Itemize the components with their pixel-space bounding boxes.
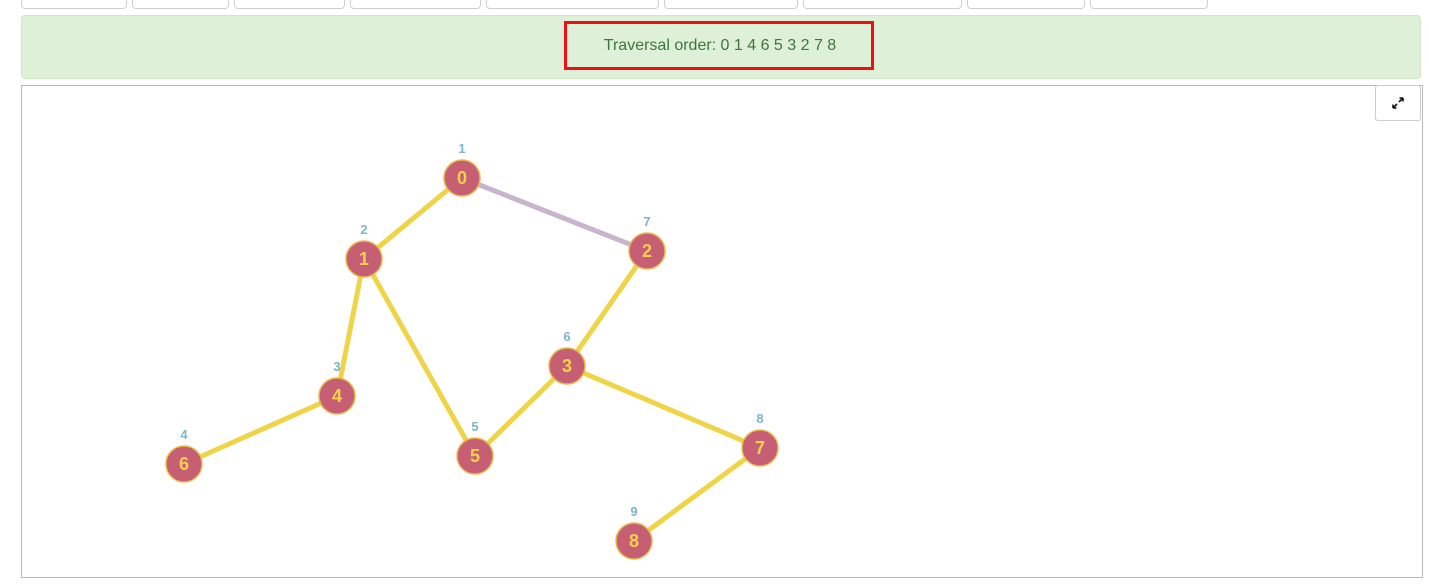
node-circle[interactable] bbox=[165, 445, 203, 483]
traversal-highlight-box: Traversal order: 0 1 4 6 5 3 2 7 8 bbox=[564, 21, 874, 70]
node-circle[interactable] bbox=[345, 240, 383, 278]
expand-arrows-icon bbox=[1392, 97, 1404, 109]
node-order-label: 5 bbox=[471, 419, 478, 434]
graph-node-7[interactable]: 78 bbox=[741, 411, 779, 467]
toolbar-button-2[interactable] bbox=[132, 0, 229, 9]
toolbar-button-5[interactable] bbox=[486, 0, 659, 9]
graph-edge-3-2 bbox=[564, 248, 650, 369]
toolbar-button-6[interactable] bbox=[664, 0, 798, 9]
graph-node-0[interactable]: 01 bbox=[443, 141, 481, 197]
graph-node-3[interactable]: 36 bbox=[548, 329, 586, 385]
graph-edge-4-6 bbox=[181, 393, 340, 467]
graph-edges bbox=[181, 175, 763, 544]
node-id-label: 3 bbox=[562, 356, 572, 376]
graph-node-4[interactable]: 43 bbox=[318, 359, 356, 415]
node-circle[interactable] bbox=[443, 159, 481, 197]
node-id-label: 6 bbox=[179, 454, 189, 474]
graph-canvas-panel bbox=[21, 85, 1423, 578]
node-id-label: 7 bbox=[755, 438, 765, 458]
toolbar-button-8[interactable] bbox=[967, 0, 1085, 9]
node-id-label: 1 bbox=[359, 249, 369, 269]
node-id-label: 8 bbox=[629, 531, 639, 551]
node-order-label: 6 bbox=[563, 329, 570, 344]
graph-node-5[interactable]: 55 bbox=[456, 419, 494, 475]
traversal-order-text: Traversal order: 0 1 4 6 5 3 2 7 8 bbox=[603, 36, 837, 54]
toolbar-button-9[interactable] bbox=[1090, 0, 1208, 9]
graph-edge-1-5 bbox=[361, 256, 478, 459]
graph-edge-0-1 bbox=[361, 175, 465, 262]
graph-node-6[interactable]: 64 bbox=[165, 427, 203, 483]
graph-node-1[interactable]: 12 bbox=[345, 222, 383, 278]
graph-edge-0-2 bbox=[459, 175, 650, 254]
fullscreen-button[interactable] bbox=[1375, 85, 1421, 121]
node-circle[interactable] bbox=[628, 232, 666, 270]
node-id-label: 4 bbox=[332, 386, 342, 406]
graph-node-8[interactable]: 89 bbox=[615, 504, 653, 560]
node-order-label: 7 bbox=[643, 214, 650, 229]
node-circle[interactable] bbox=[741, 429, 779, 467]
node-circle[interactable] bbox=[548, 347, 586, 385]
node-circle[interactable] bbox=[456, 437, 494, 475]
node-id-label: 5 bbox=[470, 446, 480, 466]
graph-edge-7-8 bbox=[631, 445, 763, 544]
toolbar-button-1[interactable] bbox=[21, 0, 127, 9]
node-order-label: 3 bbox=[333, 359, 340, 374]
node-order-label: 1 bbox=[458, 141, 465, 156]
node-order-label: 9 bbox=[630, 504, 637, 519]
node-order-label: 2 bbox=[360, 222, 367, 237]
graph-edge-3-7 bbox=[564, 363, 763, 451]
node-order-label: 4 bbox=[180, 427, 188, 442]
node-id-label: 2 bbox=[642, 241, 652, 261]
node-order-label: 8 bbox=[756, 411, 763, 426]
toolbar-button-7[interactable] bbox=[803, 0, 962, 9]
toolbar-button-4[interactable] bbox=[350, 0, 481, 9]
toolbar-button-3[interactable] bbox=[234, 0, 345, 9]
node-circle[interactable] bbox=[615, 522, 653, 560]
graph-edge-5-3 bbox=[472, 363, 570, 459]
graph-node-2[interactable]: 27 bbox=[628, 214, 666, 270]
node-circle[interactable] bbox=[318, 377, 356, 415]
graph-edge-1-4 bbox=[334, 256, 367, 399]
node-id-label: 0 bbox=[457, 168, 467, 188]
